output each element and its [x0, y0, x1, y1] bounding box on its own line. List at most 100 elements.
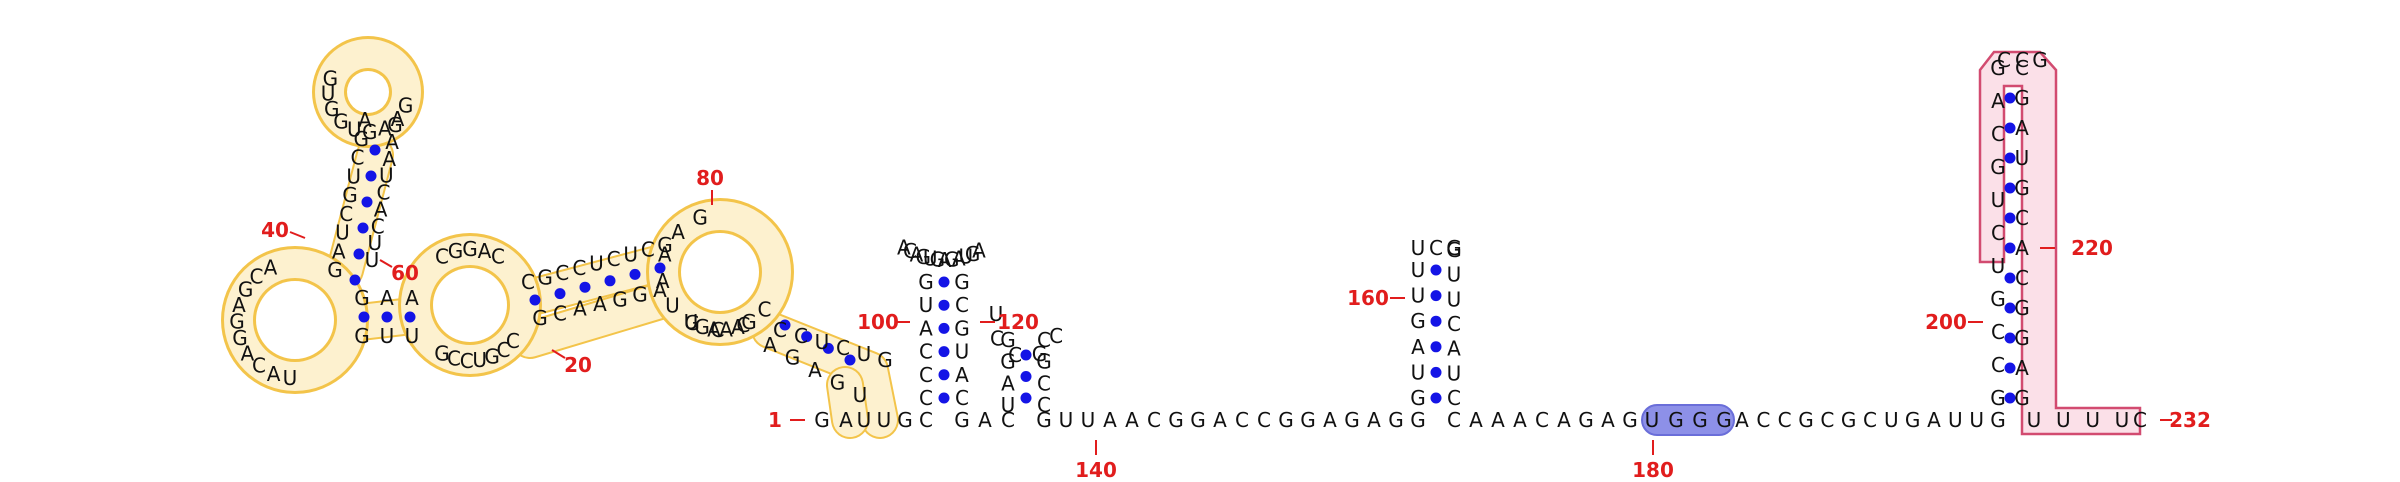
nucleotide-153: C — [1235, 408, 1249, 432]
nucleotide-202: U — [1969, 408, 1984, 432]
nucleotide-131: U — [1001, 393, 1016, 417]
nucleotide-187: U — [1645, 408, 1660, 432]
nucleotide-151: G — [1190, 408, 1206, 432]
nucleotide-157: A — [1323, 408, 1337, 432]
nucleotide-42: U — [380, 324, 395, 348]
base-pair-dot-32 — [1430, 315, 1442, 327]
base-pair-dot-41 — [2004, 212, 2016, 224]
nucleotide-3: G — [238, 278, 254, 302]
base-pair-dot-31 — [1430, 341, 1442, 353]
nucleotide-200: A — [1927, 408, 1941, 432]
nucleotide-155: G — [1278, 408, 1294, 432]
nucleotide-85: A — [731, 315, 745, 339]
nucleotide-101: U — [877, 408, 892, 432]
nucleotide-60: U — [589, 252, 604, 276]
nucleotide-118: A — [910, 242, 924, 266]
position-label-1: 1 — [768, 408, 782, 432]
nucleotide-110: G — [954, 270, 970, 294]
nucleotide-61: C — [607, 247, 621, 271]
nucleotide-194: G — [1798, 408, 1814, 432]
nucleotide-180: A — [1491, 408, 1505, 432]
base-pair-dot-11 — [554, 288, 566, 300]
nucleotide-143: C — [1049, 324, 1063, 348]
base-pair-dot-34 — [1430, 264, 1442, 276]
nucleotide-108: U — [919, 293, 934, 317]
pink-highlight-region — [1978, 50, 2142, 436]
nucleotide-98: G — [814, 408, 830, 432]
nucleotide-207: G — [1990, 287, 2006, 311]
nucleotide-2: C — [249, 265, 263, 289]
highlight-regions — [221, 36, 2142, 439]
nucleotide-18: G — [354, 127, 370, 151]
nucleotide-117: C — [903, 239, 917, 263]
nucleotide-221: A — [2015, 236, 2029, 260]
nucleotide-134: G — [1000, 328, 1016, 352]
nucleotide-214: G — [1990, 56, 2006, 80]
position-tick-line — [379, 259, 393, 268]
nucleotide-50: C — [506, 329, 520, 353]
nucleotide-216: G — [2014, 86, 2030, 110]
nucleotide-226: G — [2014, 386, 2030, 410]
nucleotide-97: U — [853, 383, 868, 407]
nucleotide-169: U — [1447, 361, 1462, 385]
nucleotide-217: A — [2015, 116, 2029, 140]
nucleotide-79: C — [736, 313, 750, 337]
nucleotide-67: A — [573, 297, 587, 321]
nucleotide-109: G — [918, 270, 934, 294]
nucleotide-62: U — [623, 242, 638, 266]
nucleotide-228: C — [2015, 48, 2029, 72]
nucleotide-103: C — [919, 408, 933, 432]
position-tick-line — [551, 349, 566, 359]
nucleotide-105: C — [919, 363, 933, 387]
nucleotide-178: C — [1447, 408, 1461, 432]
nucleotide-184: G — [1578, 408, 1594, 432]
nucleotide-225: A — [2015, 356, 2029, 380]
nucleotide-31: G — [324, 97, 340, 121]
position-label-2: 20 — [564, 353, 592, 377]
nucleotide-154: C — [1257, 408, 1271, 432]
nucleotide-193: C — [1778, 408, 1792, 432]
nucleotide-126: G — [965, 242, 981, 266]
nucleotide-88: C — [794, 324, 808, 348]
base-pair-dot-6 — [369, 144, 381, 156]
nucleotide-66: C — [553, 301, 567, 325]
nucleotide-56: C — [521, 270, 535, 294]
nucleotide-16: U — [346, 164, 361, 188]
nucleotide-211: G — [1990, 155, 2006, 179]
base-pair-dot-42 — [2004, 182, 2016, 194]
nucleotide-120: U — [923, 247, 938, 271]
nucleotide-89: U — [815, 330, 830, 354]
position-label-3: 40 — [261, 218, 289, 242]
base-pair-dot-1 — [349, 274, 361, 286]
nucleotide-26: A — [382, 147, 396, 171]
nucleotide-21: U — [368, 231, 383, 255]
nucleotide-47: U — [472, 348, 487, 372]
nucleotide-94: G — [785, 346, 801, 370]
highlight-region-fill — [753, 313, 897, 437]
nucleotide-71: A — [653, 278, 667, 302]
nucleotide-163: U — [1411, 360, 1426, 384]
nucleotide-139: U — [989, 302, 1004, 326]
nucleotide-232: U — [2085, 408, 2100, 432]
nucleotide-203: G — [1990, 408, 2006, 432]
nucleotide-93: A — [763, 333, 777, 357]
nucleotide-182: C — [1535, 408, 1549, 432]
nucleotide-83: A — [707, 318, 721, 342]
nucleotide-181: A — [1513, 408, 1527, 432]
nucleotide-206: C — [1991, 320, 2005, 344]
nucleotide-25: U — [379, 164, 394, 188]
nucleotide-9: A — [267, 362, 281, 386]
nucleotide-40: A — [405, 286, 419, 310]
nucleotide-123: G — [944, 248, 960, 272]
nucleotide-176: C — [1429, 236, 1443, 260]
nucleotide-100: U — [857, 408, 872, 432]
nucleotide-69: G — [612, 287, 628, 311]
nucleotide-162: G — [1410, 386, 1426, 410]
base-pair-dot-38 — [2004, 302, 2016, 314]
nucleotide-70: G — [632, 283, 648, 307]
nucleotide-27: A — [385, 130, 399, 154]
nucleotide-82: G — [694, 315, 710, 339]
nucleotide-212: C — [1991, 122, 2005, 146]
nucleotide-46: C — [460, 349, 474, 373]
